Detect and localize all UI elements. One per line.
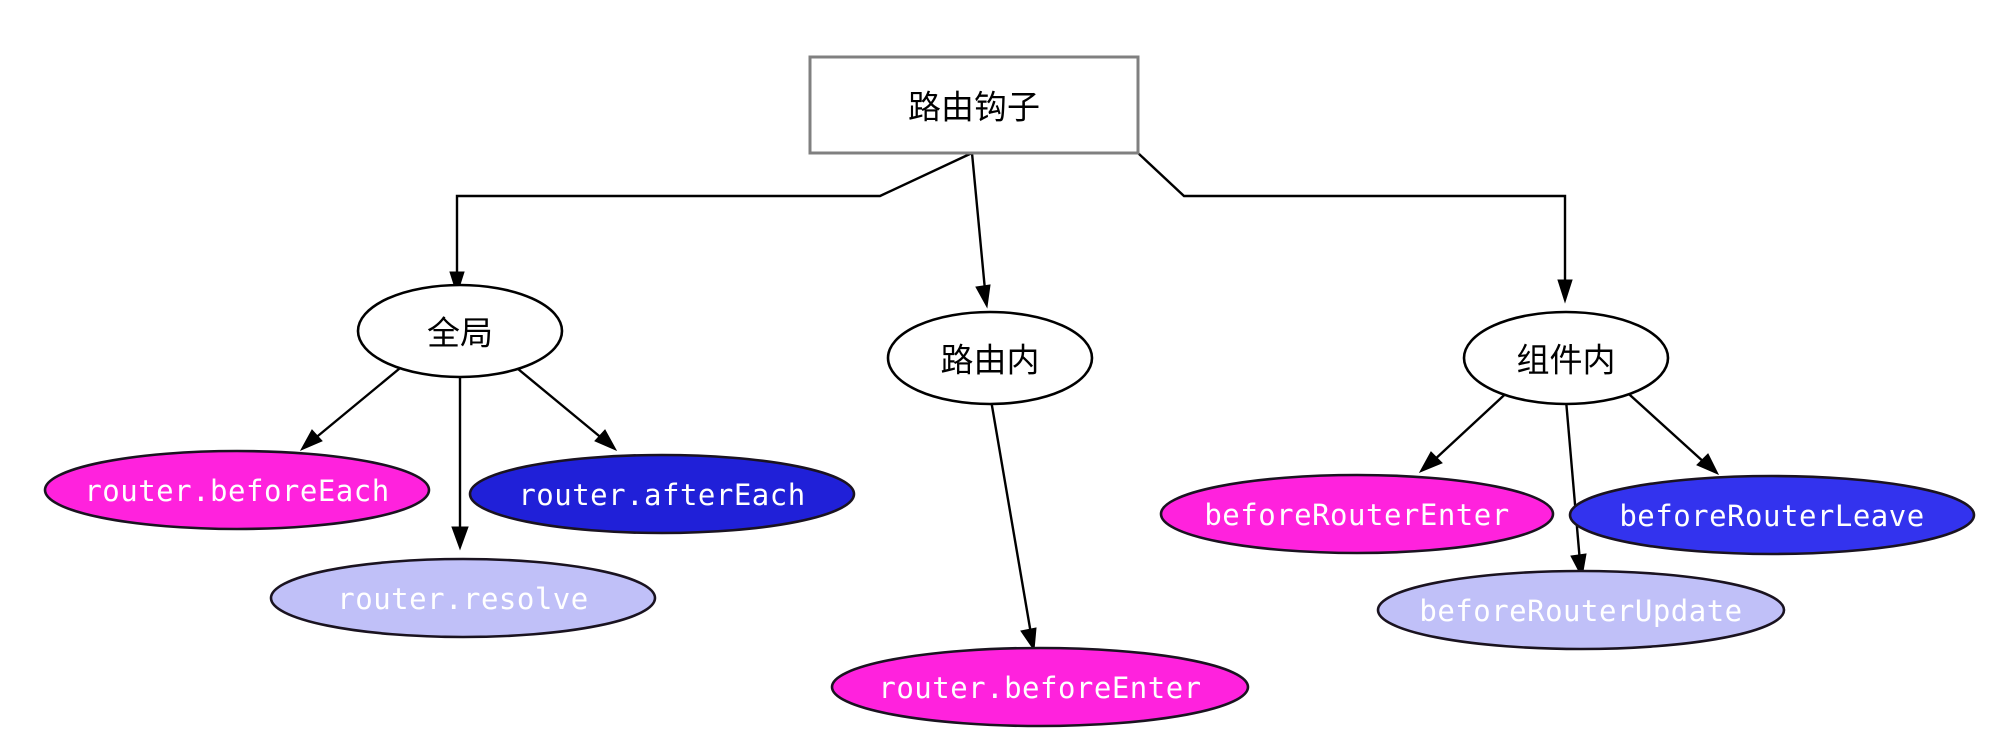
- node-router-resolve-shape: [269, 557, 657, 639]
- edge-root-to-in-route: [970, 152, 991, 309]
- node-before-router-enter-label: beforeRouterEnter: [1204, 498, 1509, 532]
- node-router-after-each-label: router.afterEach: [518, 478, 805, 512]
- node-before-router-update-label: beforeRouterUpdate: [1419, 594, 1742, 628]
- edge-global-to-after-each: [511, 363, 618, 452]
- node-router-before-enter[interactable]: router.beforeEnter: [830, 646, 1250, 728]
- node-root[interactable]: 路由钩子: [808, 55, 1140, 155]
- node-router-before-enter-shape: [830, 646, 1250, 728]
- node-before-router-leave-label: beforeRouterLeave: [1619, 499, 1924, 533]
- node-router-resolve-label: router.resolve: [337, 582, 588, 616]
- edge-in-component-to-before-router-leave: [1619, 385, 1720, 475]
- node-router-resolve[interactable]: router.resolve: [269, 557, 657, 639]
- node-in-component-label: 组件内: [1517, 341, 1616, 380]
- node-in-route[interactable]: 路由内: [886, 310, 1094, 406]
- edge-in-component-to-before-router-update: [1564, 399, 1587, 579]
- node-in-component[interactable]: 组件内: [1462, 310, 1670, 406]
- node-global[interactable]: 全局: [356, 283, 564, 379]
- node-before-router-enter-shape: [1159, 473, 1555, 555]
- node-before-router-update[interactable]: beforeRouterUpdate: [1376, 569, 1786, 651]
- node-before-router-update-shape: [1376, 569, 1786, 651]
- edge-root-to-global: [449, 151, 973, 296]
- node-router-before-each-shape: [43, 449, 431, 531]
- node-before-router-enter[interactable]: beforeRouterEnter: [1159, 473, 1555, 555]
- edge-root-to-in-component: [1137, 152, 1573, 304]
- edge-in-component-to-before-router-enter: [1418, 385, 1515, 473]
- edge-global-to-before-each: [299, 363, 406, 452]
- edge-global-to-resolve: [451, 378, 469, 551]
- node-router-after-each[interactable]: router.afterEach: [468, 453, 856, 535]
- node-router-before-each[interactable]: router.beforeEach: [43, 449, 431, 531]
- edge-in-route-to-before-enter: [989, 399, 1037, 652]
- node-router-before-each-label: router.beforeEach: [84, 474, 389, 508]
- node-in-route-label: 路由内: [941, 341, 1040, 380]
- node-router-before-enter-label: router.beforeEnter: [878, 671, 1201, 705]
- node-root-label: 路由钩子: [908, 88, 1040, 127]
- node-before-router-leave[interactable]: beforeRouterLeave: [1568, 474, 1976, 556]
- node-global-label: 全局: [427, 314, 493, 353]
- node-router-after-each-shape: [468, 453, 856, 535]
- node-before-router-leave-shape: [1568, 474, 1976, 556]
